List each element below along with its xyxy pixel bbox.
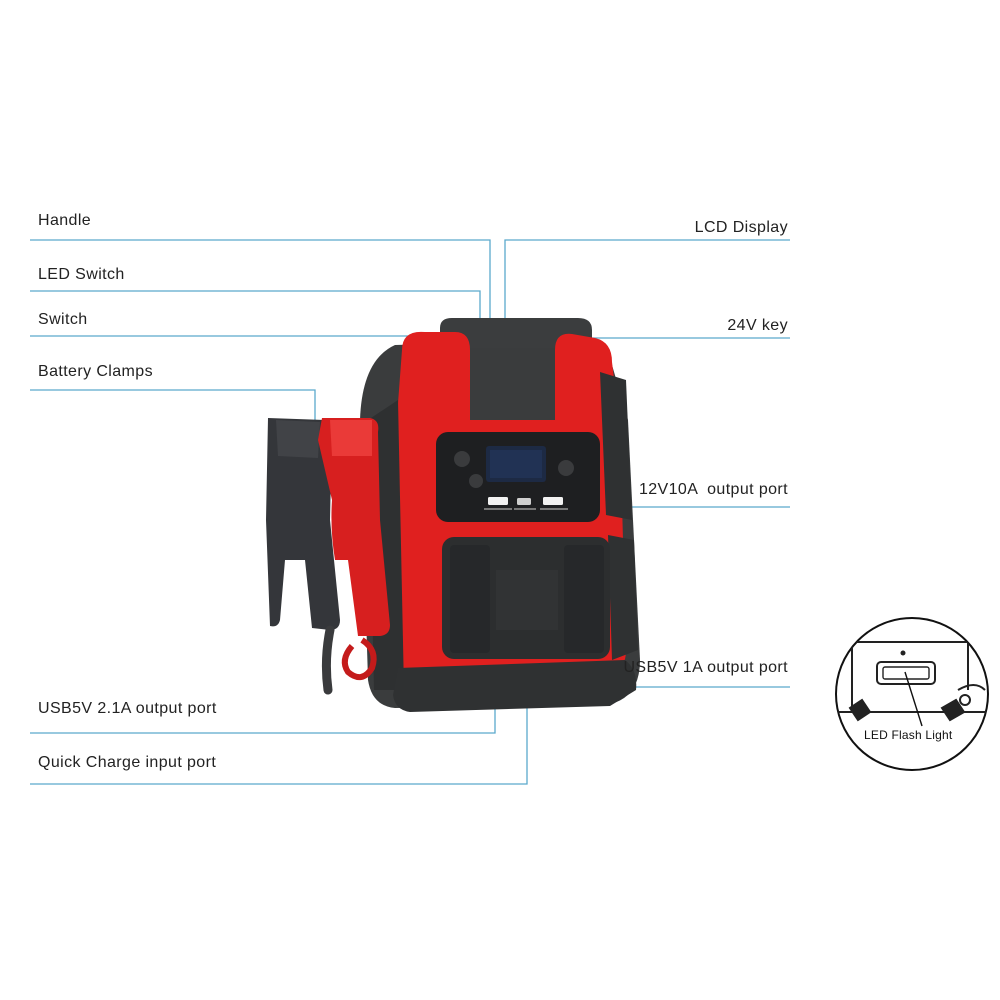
red-clamp — [318, 418, 390, 636]
callout-battery-clamps: Battery Clamps — [38, 363, 153, 380]
flash-pointer — [904, 671, 923, 727]
jump-starter-unit — [360, 318, 640, 712]
key-24v-button — [558, 460, 574, 476]
callout-usb-1a: USB5V 1A output port — [623, 659, 788, 676]
battery-clamps — [266, 418, 390, 695]
flash-light-window — [876, 661, 936, 685]
callout-quick-charge: Quick Charge input port — [38, 754, 217, 771]
grill-texture — [450, 545, 604, 653]
handle — [440, 318, 592, 362]
callout-usb-2-1a: USB5V 2.1A output port — [38, 700, 217, 717]
callout-led-switch: LED Switch — [38, 266, 125, 283]
black-clamp — [266, 418, 340, 630]
usb-1a-port — [543, 497, 563, 505]
led-button — [469, 474, 483, 488]
right-side-ribs — [600, 372, 632, 520]
black-cable — [321, 625, 335, 695]
bottom-base — [393, 660, 637, 712]
inset-flash-light-label: LED Flash Light — [864, 728, 953, 742]
callout-lcd-display: LCD Display — [694, 219, 788, 236]
usb-2-1a-port — [488, 497, 508, 505]
callout-12v-port: 12V10A output port — [638, 481, 788, 498]
leader-handle — [30, 239, 491, 330]
quick-charge-port — [517, 498, 531, 505]
leader-battery-clamps — [30, 389, 316, 430]
flash-light-inset — [835, 617, 989, 771]
red-cable-loop — [341, 637, 377, 681]
callout-switch: Switch — [38, 311, 88, 328]
callout-handle: Handle — [38, 212, 92, 229]
power-button — [454, 451, 470, 467]
callout-24v-key: 24V key — [727, 317, 788, 334]
